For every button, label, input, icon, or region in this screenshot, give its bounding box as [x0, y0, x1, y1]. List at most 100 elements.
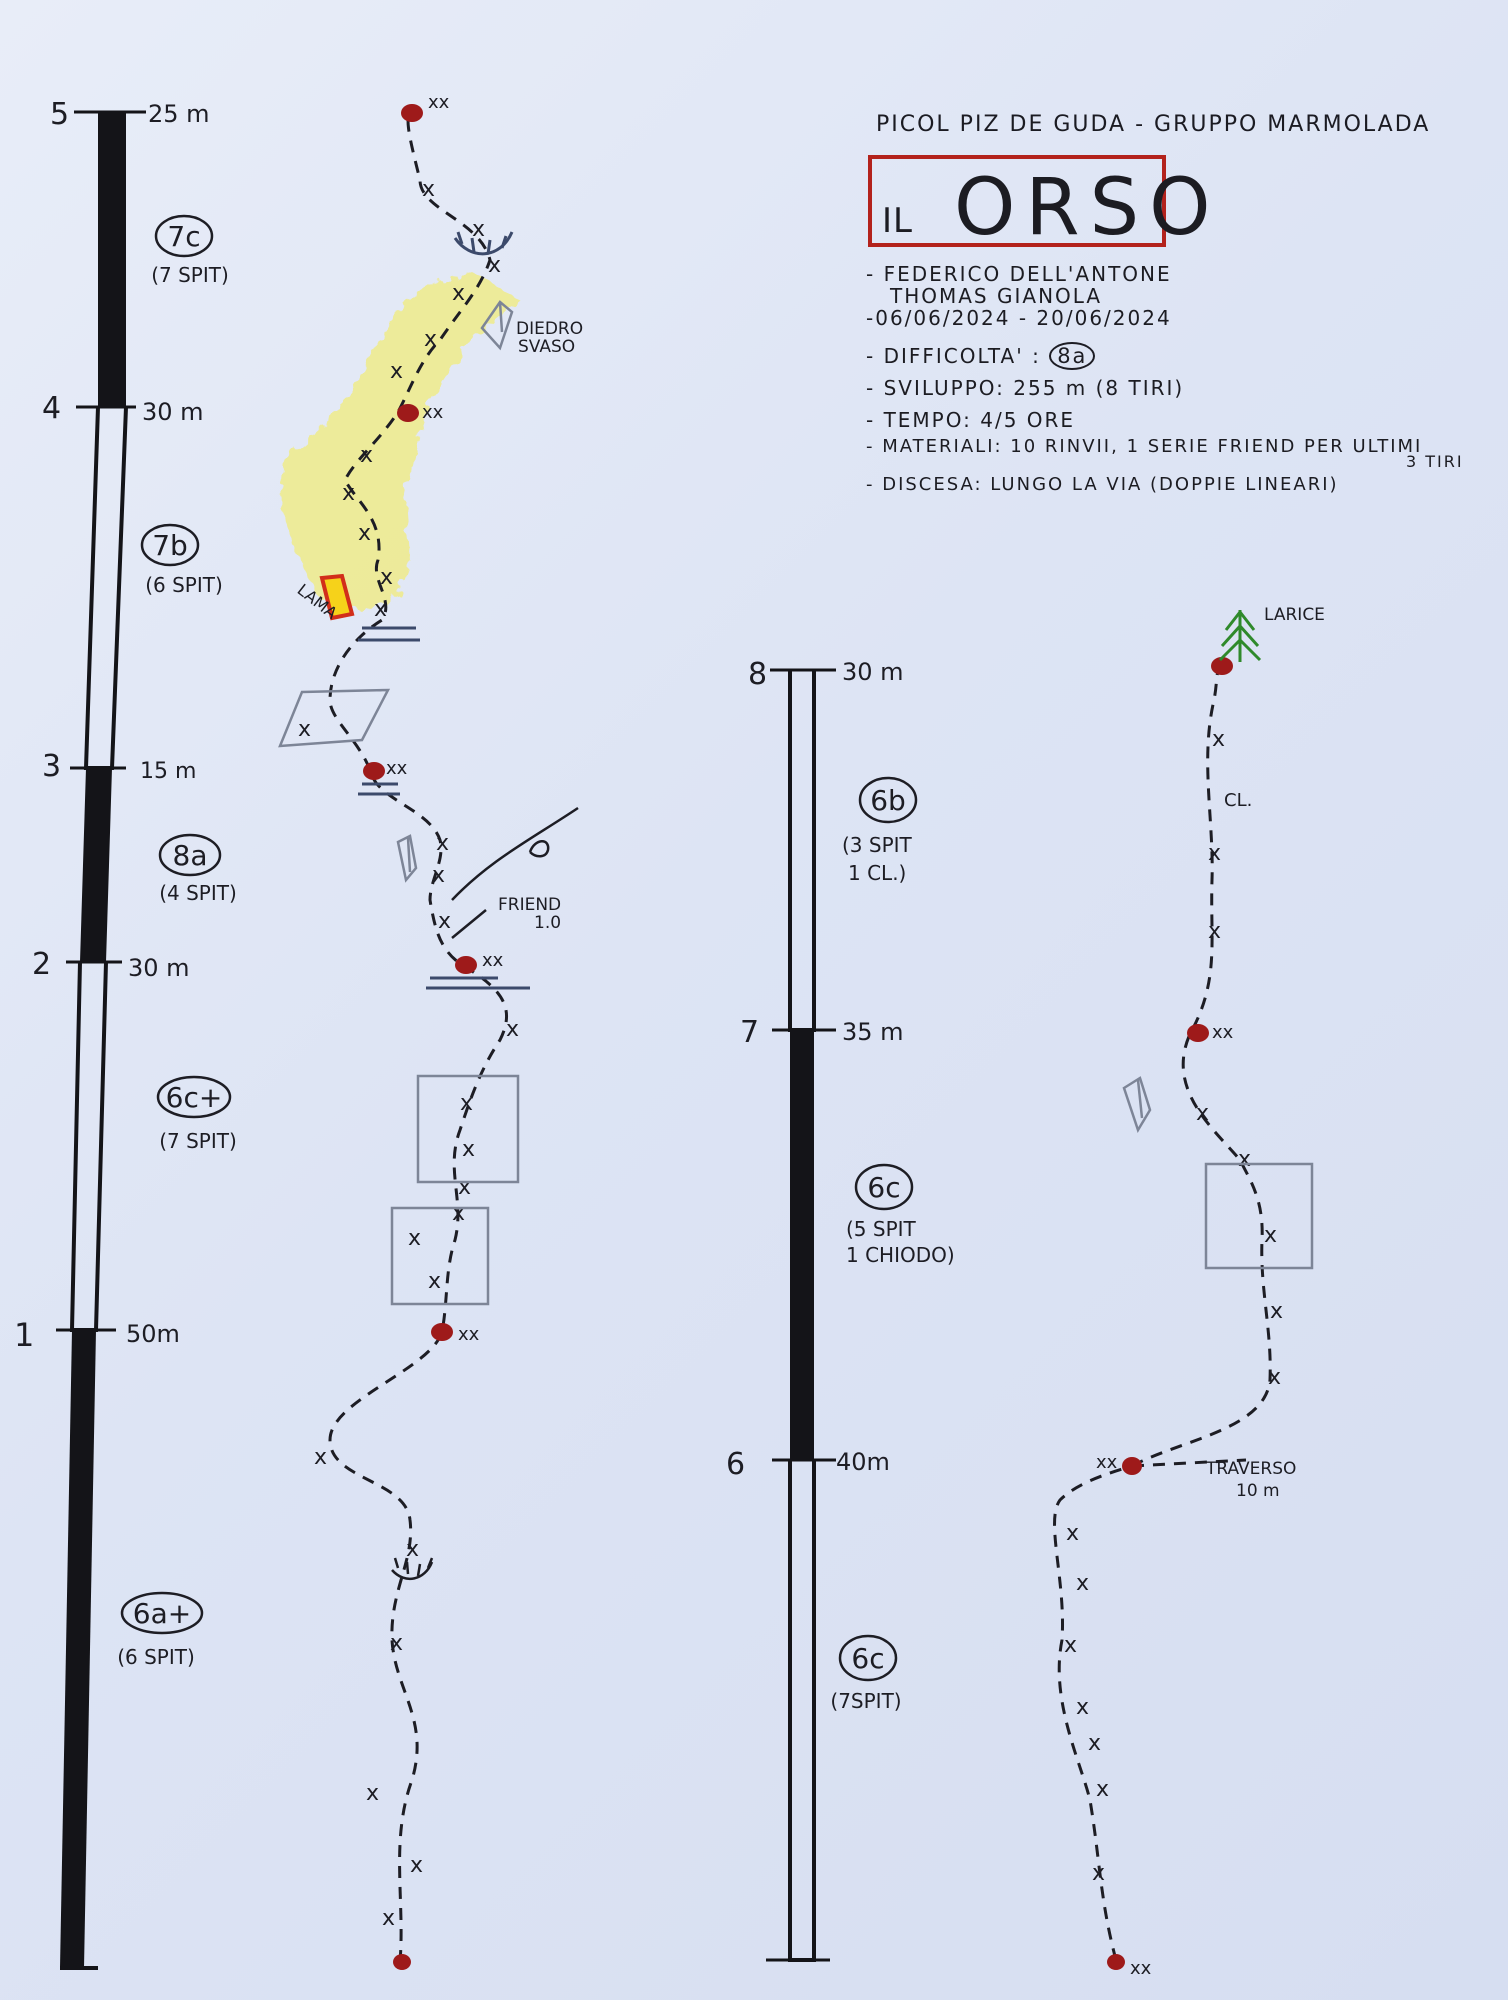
pitch-2-length: 30 m: [128, 954, 190, 982]
pitch-8-length: 30 m: [842, 658, 904, 686]
bolt-icon: x: [1092, 1861, 1105, 1886]
bolt-icon: x: [1196, 1101, 1209, 1126]
bolt-icon: x: [1208, 841, 1221, 866]
bolt-icon: x: [1238, 1147, 1251, 1172]
belay-xx: xx: [458, 1324, 480, 1345]
bolt-icon: x: [374, 597, 387, 622]
dihedral-icon: [396, 300, 514, 883]
bolt-icon: x: [458, 1175, 471, 1200]
info-time: - TEMPO: 4/5 ORE: [866, 408, 1076, 432]
bolt-icon: x: [1088, 1731, 1101, 1756]
highlight-area: [282, 270, 520, 610]
bolt-icon: x: [1066, 1521, 1079, 1546]
grade-6b-text: 6b: [870, 784, 906, 817]
belay-xx: xx: [428, 92, 450, 113]
protection-7b: (6 SPIT): [145, 573, 223, 597]
tree-icon: [1218, 610, 1262, 662]
ledge-lines: [358, 626, 530, 990]
traverso-label-2: 10 m: [1236, 1481, 1280, 1501]
grade-6b: 6b (3 SPIT 1 CL.): [842, 776, 918, 885]
bolt-icon: x: [1208, 919, 1221, 944]
belay-station-icon: xx: [1096, 1452, 1142, 1475]
bolt-icon: x: [1264, 1223, 1277, 1248]
pitch-3-number: 3: [42, 749, 61, 784]
cl-label: CL.: [1224, 790, 1252, 811]
grade-6cplus: 6c+ (7 SPIT): [156, 1075, 237, 1153]
friend-cam-icon: [451, 806, 579, 939]
info-dates: -06/06/2024 - 20/06/2024: [866, 306, 1172, 330]
bolt-icon: x: [472, 217, 485, 242]
bolt-icon: x: [1064, 1633, 1077, 1658]
belay-xx: xx: [1212, 1022, 1234, 1043]
protection-6c-upper-1: (5 SPIT: [846, 1217, 917, 1241]
bolt-icon: x: [452, 1201, 465, 1226]
belay-station-icon: xx: [431, 1323, 480, 1345]
belay-station-icon: [393, 1954, 411, 1970]
pitch-2-number: 2: [32, 947, 51, 982]
protection-6c-lower: (7SPIT): [830, 1689, 901, 1713]
pitch-1-number: 1: [14, 1316, 34, 1354]
belay-station-icon: xx: [401, 92, 450, 122]
route-title-prefix: IL: [882, 201, 913, 241]
belay-xx: xx: [422, 402, 444, 423]
bolt-icon: x: [382, 1906, 395, 1931]
grade-6c-lower-text: 6c: [851, 1642, 884, 1675]
grade-8a-text: 8a: [173, 839, 208, 872]
pitch-7-number: 7: [740, 1015, 759, 1050]
bolt-icon: x: [428, 1269, 441, 1294]
dihedral-icon: [1122, 1076, 1152, 1133]
grade-6c-upper: 6c (5 SPIT 1 CHIODO): [846, 1163, 955, 1267]
info-difficulty-label: - DIFFICOLTA' :: [866, 344, 1041, 368]
pitch-8-number: 8: [748, 657, 767, 692]
diedro-label-2: SVASO: [518, 337, 575, 357]
bolt-icon: x: [1270, 1299, 1283, 1324]
grade-7c: 7c (7 SPIT): [151, 214, 229, 287]
pitch-3-length: 15 m: [140, 759, 196, 784]
pitch-6-number: 6: [726, 1447, 745, 1482]
bolt-icon: x: [460, 1091, 473, 1116]
protection-6b-2: 1 CL.): [848, 861, 906, 885]
bolt-icon: x: [436, 831, 449, 856]
bolt-icon: x: [462, 1137, 475, 1162]
belay-station-icon: xx: [1187, 1022, 1234, 1043]
pitch-7-length: 35 m: [842, 1018, 904, 1046]
slab-icon: [278, 688, 520, 1306]
protection-6c-upper-2: 1 CHIODO): [846, 1243, 955, 1267]
location-header: PICOL PIZ DE GUDA - GRUPPO MARMOLADA: [876, 112, 1431, 137]
bolt-icon: x: [408, 1226, 421, 1251]
info-authors-2: THOMAS GIANOLA: [890, 284, 1103, 308]
belay-xx: xx: [1130, 1958, 1152, 1979]
protection-6cplus: (7 SPIT): [159, 1129, 237, 1153]
pitch-4-number: 4: [42, 391, 61, 426]
protection-6b-1: (3 SPIT: [842, 833, 913, 857]
bolt-icon: x: [342, 481, 355, 506]
lama-flake: [319, 573, 355, 621]
bolts-left: x x x x x x x x x x x x x x x x x x x x …: [298, 177, 519, 1931]
belay-xx: xx: [482, 950, 504, 971]
slab-icon: [1204, 1162, 1314, 1270]
info-materials-cont: 3 TIRI: [1406, 452, 1464, 471]
bolt-icon: x: [360, 443, 373, 468]
protection-8a: (4 SPIT): [159, 881, 237, 905]
bolt-icon: x: [422, 177, 435, 202]
bolt-icon: x: [452, 281, 465, 306]
bolt-icon: x: [390, 1631, 403, 1656]
bolt-icon: x: [380, 565, 393, 590]
left-route-line: [328, 111, 509, 1963]
friend-label-1: FRIEND: [498, 895, 561, 915]
grade-6cplus-text: 6c+: [166, 1081, 223, 1114]
belay-station-icon: xx: [363, 758, 408, 780]
belay-xx: xx: [1096, 1452, 1118, 1473]
bolt-icon: x: [1096, 1777, 1109, 1802]
grade-6aplus: 6a+ (6 SPIT): [117, 1591, 204, 1669]
bolt-icon: x: [298, 717, 311, 742]
larice-label: LARICE: [1264, 605, 1325, 625]
grade-6aplus-text: 6a+: [133, 1597, 191, 1630]
protection-6aplus: (6 SPIT): [117, 1645, 195, 1669]
grade-7b-text: 7b: [152, 529, 188, 562]
info-development: - SVILUPPO: 255 m (8 TIRI): [866, 376, 1185, 400]
grade-6c-upper-text: 6c: [867, 1171, 900, 1204]
grade-7c-text: 7c: [167, 220, 200, 253]
grade-8a: 8a (4 SPIT): [158, 833, 237, 905]
diedro-label-1: DIEDRO: [516, 319, 583, 339]
